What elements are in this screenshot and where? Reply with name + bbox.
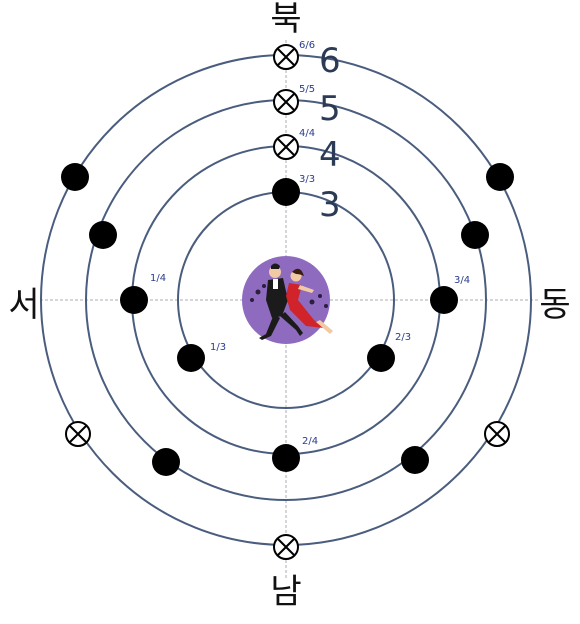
marker-crossed — [273, 134, 299, 160]
position-label-r6-north: 6/6 — [299, 40, 315, 51]
marker-filled — [486, 163, 514, 191]
position-label-r4-west: 1/4 — [150, 273, 166, 284]
marker-filled — [152, 448, 180, 476]
direction-south: 남 — [270, 572, 301, 612]
marker-crossed — [273, 44, 299, 70]
ring-number-4: 4 — [319, 135, 341, 175]
marker-crossed — [484, 421, 510, 447]
marker-filled — [461, 221, 489, 249]
marker-crossed — [273, 89, 299, 115]
marker-filled — [61, 163, 89, 191]
ring-number-6: 6 — [319, 41, 341, 81]
dancing-couple-image — [242, 256, 333, 344]
direction-east: 동 — [539, 285, 570, 325]
marker-filled — [401, 446, 429, 474]
position-label-r3-sw: 1/3 — [210, 342, 226, 353]
position-label-r3-north: 3/3 — [299, 174, 315, 185]
position-label-r5-north: 5/5 — [299, 84, 315, 95]
position-label-r4-south: 2/4 — [302, 436, 318, 447]
position-label-r4-east: 3/4 — [454, 275, 470, 286]
marker-crossed — [273, 534, 299, 560]
marker-filled — [89, 221, 117, 249]
ring-number-5: 5 — [319, 89, 341, 129]
marker-filled — [272, 178, 300, 206]
direction-west: 서 — [8, 285, 39, 325]
marker-crossed — [65, 421, 91, 447]
ring-number-3: 3 — [319, 185, 341, 225]
marker-filled — [177, 344, 205, 372]
position-label-r3-se: 2/3 — [395, 332, 411, 343]
marker-filled — [430, 286, 458, 314]
marker-filled — [272, 444, 300, 472]
direction-north: 북 — [270, 0, 301, 39]
position-label-r4-north: 4/4 — [299, 128, 315, 139]
marker-filled — [367, 344, 395, 372]
marker-filled — [120, 286, 148, 314]
